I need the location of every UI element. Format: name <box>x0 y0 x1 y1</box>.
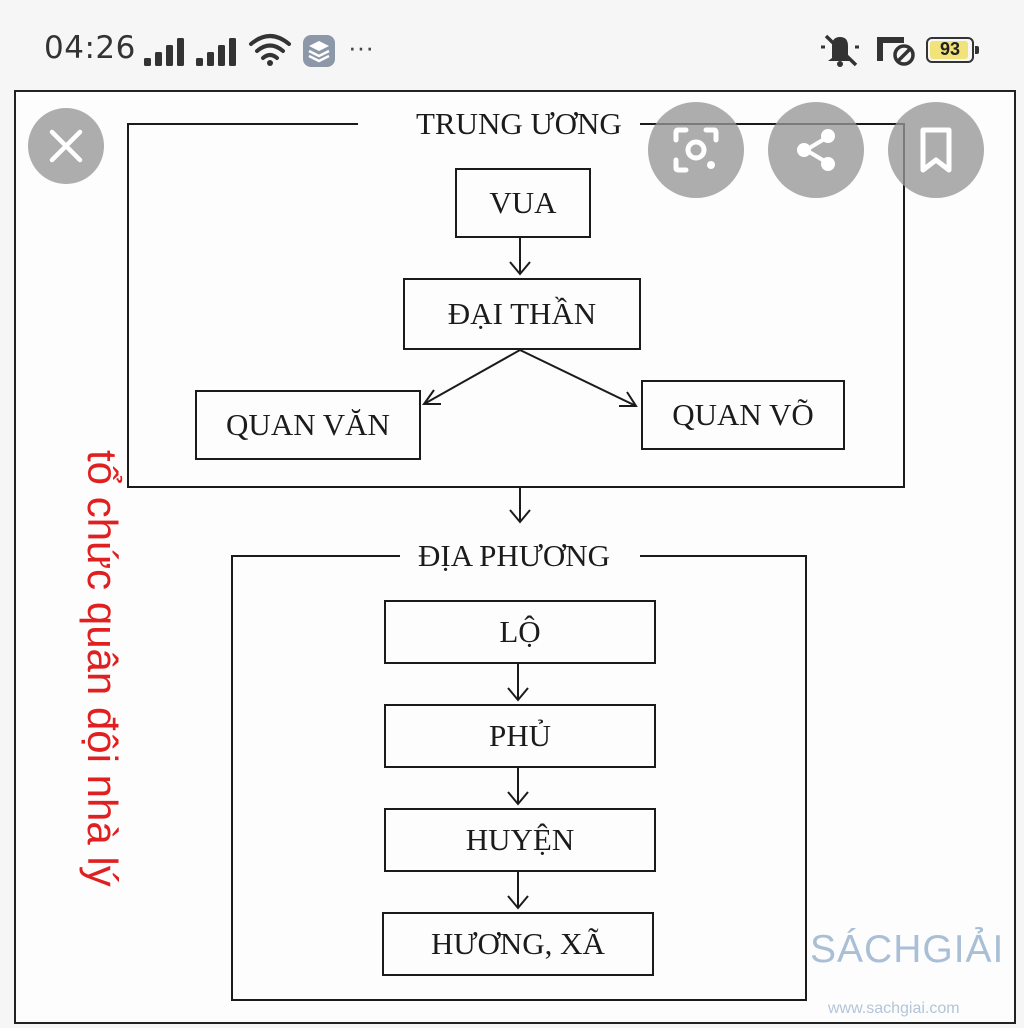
annotation-text: tổ chức quân đội nhà lý <box>79 450 126 887</box>
signal-icon-1 <box>144 38 184 66</box>
watermark-url: www.sachgiai.com <box>828 1000 960 1017</box>
status-bar: 04:26 ··· 93 <box>0 0 1024 90</box>
box-level-phu: PHỦ <box>384 704 656 768</box>
share-button[interactable] <box>768 102 864 198</box>
status-time: 04:26 <box>44 30 136 66</box>
close-icon <box>49 129 83 163</box>
bookmark-button[interactable] <box>888 102 984 198</box>
watermark-brand: SÁCHGIẢI <box>810 928 1005 971</box>
box-level-lo: LỘ <box>384 600 656 664</box>
central-title: TRUNG ƯƠNG <box>408 106 630 142</box>
box-civil-officials: QUAN VĂN <box>195 390 421 460</box>
box-military-officials: QUAN VÕ <box>641 380 845 450</box>
box-king: VUA <box>455 168 591 238</box>
wifi-icon <box>249 34 291 66</box>
close-button[interactable] <box>28 108 104 184</box>
battery-indicator: 93 <box>926 37 979 63</box>
box-level-huyen: HUYỆN <box>384 808 656 872</box>
share-icon <box>797 129 835 171</box>
battery-level: 93 <box>939 39 961 59</box>
more-notifications: ··· <box>348 32 374 62</box>
box-level-huong-xa: HƯƠNG, XÃ <box>382 912 654 976</box>
mute-icon <box>821 34 859 67</box>
lens-search-button[interactable] <box>648 102 744 198</box>
app-layers-icon <box>303 35 335 67</box>
local-title: ĐỊA PHƯƠNG <box>410 538 618 574</box>
lens-icon <box>673 127 719 173</box>
box-minister: ĐẠI THẦN <box>403 278 641 350</box>
signal-icon-2 <box>196 38 236 66</box>
data-saver-icon <box>877 37 915 66</box>
bookmark-icon <box>920 127 952 173</box>
